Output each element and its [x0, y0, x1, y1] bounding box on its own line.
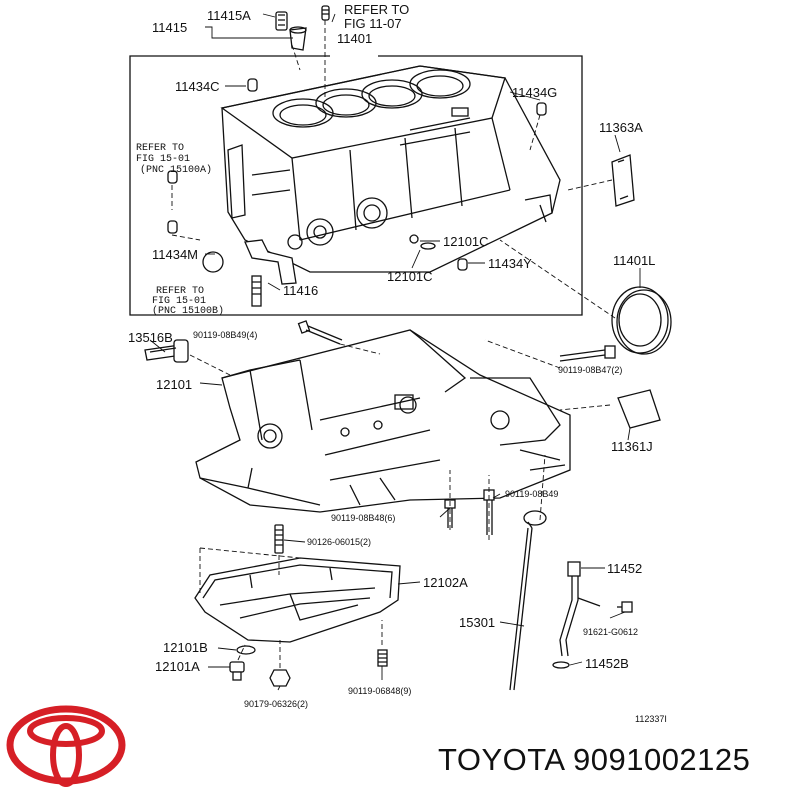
label-refer-left2-2: FIG 15-01 — [152, 296, 206, 307]
label-90119-08B48-6: 90119-08B48(6) — [331, 513, 395, 523]
stud-90126-06015-2 — [274, 524, 284, 554]
dowel-11434C — [247, 78, 258, 92]
label-11415A: 11415A — [207, 8, 251, 23]
plug-12101C-lower — [420, 242, 436, 250]
dipstick-15301 — [509, 510, 547, 691]
brand-part-number: TOYOTA 9091002125 — [438, 742, 751, 777]
stud-bolt-top — [321, 5, 330, 21]
label-refer-top-1: REFER TO — [344, 2, 409, 17]
label-11434C: 11434C — [175, 79, 220, 94]
label-90119-06848-9: 90119-06848(9) — [348, 686, 411, 696]
fitting-11415A — [275, 11, 307, 51]
label-11363A: 11363A — [599, 120, 643, 135]
gasket-12101B — [236, 645, 256, 655]
crankcase-12101 — [195, 329, 571, 513]
label-12101B: 12101B — [163, 640, 208, 655]
label-11452: 11452 — [607, 561, 642, 576]
label-90179-06326-2: 90179-06326(2) — [244, 699, 308, 709]
label-refer-left2-1: REFER TO — [156, 286, 204, 297]
leader-lines — [149, 13, 641, 691]
dowel-11434M — [167, 220, 178, 234]
label-figure-id: 112337I — [635, 714, 667, 724]
alignment-lines — [171, 20, 616, 668]
plug-12101C-upper — [409, 234, 419, 244]
label-12101C-a: 12101C — [443, 234, 489, 249]
bolt-90119-08B47-2 — [559, 345, 616, 362]
label-15301: 15301 — [459, 615, 495, 630]
dowel-11434Y — [457, 258, 468, 271]
drain-plug-12101A — [229, 661, 245, 681]
bolt-91621-G0612 — [617, 601, 633, 613]
knock-sensor-bracket-11363A — [611, 154, 635, 207]
label-12101A: 12101A — [155, 659, 200, 674]
bolt-90119-06848-9 — [377, 649, 388, 667]
dowel-11434G — [536, 102, 547, 116]
label-90119-08B49: 90119-08B49 — [505, 489, 558, 499]
rear-oil-seal-11401L — [611, 286, 672, 355]
dipstick-guide-11452 — [559, 561, 601, 657]
nut-90179-06326-2 — [269, 669, 291, 687]
label-11361J: 11361J — [611, 439, 653, 454]
label-refer-left2-3: (PNC 15100B) — [152, 305, 224, 317]
toyota-logo — [6, 705, 126, 787]
label-90126-06015-2: 90126-06015(2) — [307, 537, 371, 547]
oil-pan-12102A — [194, 557, 401, 643]
label-refer-left1-2: FIG 15-01 — [136, 154, 190, 165]
label-11452B: 11452B — [585, 656, 629, 671]
label-11401L: 11401L — [613, 253, 655, 268]
label-11415: 11415 — [152, 20, 187, 35]
label-11434G: 11434G — [512, 85, 557, 100]
label-90119-08B47-2: 90119-08B47(2) — [558, 365, 622, 375]
label-12102A: 12102A — [423, 575, 468, 590]
oil-jet-11416 — [244, 239, 297, 307]
plug-11361J — [617, 389, 661, 429]
label-91621-G0612: 91621-G0612 — [583, 627, 638, 637]
label-13516B: 13516B — [128, 330, 173, 345]
cylinder-block-frame — [129, 55, 583, 316]
label-refer-top-2: FIG 11-07 — [344, 16, 402, 31]
label-11434Y: 11434Y — [488, 256, 532, 271]
label-11401: 11401 — [337, 31, 372, 46]
oil-pipe-13516B — [144, 339, 189, 363]
label-12101C-b: 12101C — [387, 269, 433, 284]
dowel-left-upper — [167, 170, 178, 184]
cylinder-block — [220, 65, 561, 273]
label-11416: 11416 — [283, 283, 318, 298]
label-refer-left1-1: REFER TO — [136, 143, 184, 154]
label-12101: 12101 — [156, 377, 192, 392]
oil-seal-plug — [202, 251, 224, 273]
bolt-90119-08B49-4 — [297, 320, 343, 345]
o-ring-11452B — [552, 661, 570, 669]
label-11434M: 11434M — [152, 247, 198, 262]
label-refer-left1-3: (PNC 15100A) — [140, 164, 212, 176]
label-90119-08B49-4: 90119-08B49(4) — [193, 330, 257, 340]
